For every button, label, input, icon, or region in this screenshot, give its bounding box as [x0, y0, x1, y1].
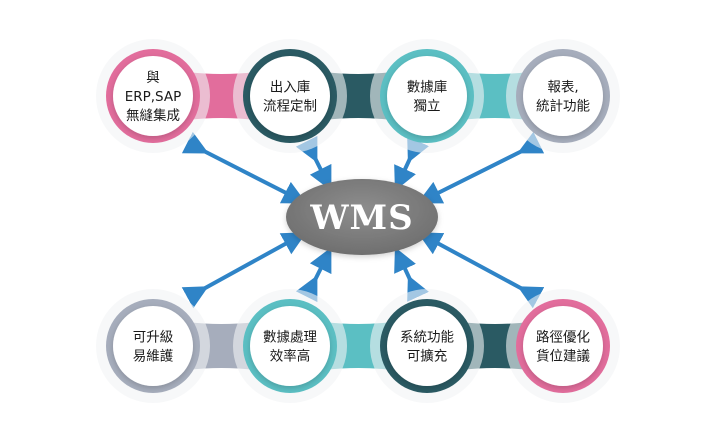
node-circle [113, 56, 193, 136]
node-label-line: 出入庫 [270, 80, 311, 96]
bidirectional-arrow [394, 136, 429, 191]
bidirectional-arrow [181, 232, 307, 309]
node-label-line: 統計功能 [536, 99, 590, 115]
node-label-line: 貨位建議 [536, 348, 590, 365]
node-circle [250, 56, 330, 136]
node-label-line: 獨立 [414, 99, 441, 115]
node-label-line: 可擴充 [407, 348, 448, 365]
node-circle [113, 306, 193, 386]
node-circle [387, 306, 467, 386]
node-label-line: 易維護 [133, 349, 174, 365]
bidirectional-arrow [181, 131, 307, 204]
node-circle [387, 56, 467, 136]
bidirectional-arrow [417, 131, 545, 204]
node-circle [523, 306, 603, 386]
feature-node-erp: 與 ERP,SAP 無縫集成 [96, 39, 210, 153]
feature-node-report: 報表, 統計功能 [506, 39, 620, 153]
node-label-line: 路徑優化 [536, 330, 590, 346]
node-circle [523, 56, 603, 136]
feature-nodes: 與ERP,SAP無縫集成出入庫流程定制數據庫獨立報表,統計功能可升級易維護數據處… [96, 39, 620, 403]
node-circle [250, 306, 330, 386]
node-label-line: 無縫集成 [126, 108, 180, 124]
bidirectional-arrow [417, 232, 545, 309]
node-label-line: 可升級 [133, 330, 174, 346]
node-label-line: 數據庫 [407, 80, 448, 96]
node-label-line: 數據處理 [263, 330, 317, 346]
bidirectional-arrow [295, 135, 332, 191]
node-label-line: 流程定制 [263, 99, 317, 115]
node-label-line: 報表, [547, 80, 578, 96]
bidirectional-arrow [295, 247, 332, 303]
node-label-line: 與 [146, 70, 160, 86]
center-ellipse [286, 179, 438, 255]
bidirectional-arrow [394, 247, 429, 302]
wms-center-node: WMS [286, 179, 438, 255]
center-label: WMS [309, 198, 413, 238]
connector-arrows [181, 131, 545, 309]
node-label-line: 系統功能 [400, 330, 454, 346]
node-label-line: ERP,SAP [125, 89, 182, 105]
node-label-line: 效率高 [270, 348, 311, 365]
